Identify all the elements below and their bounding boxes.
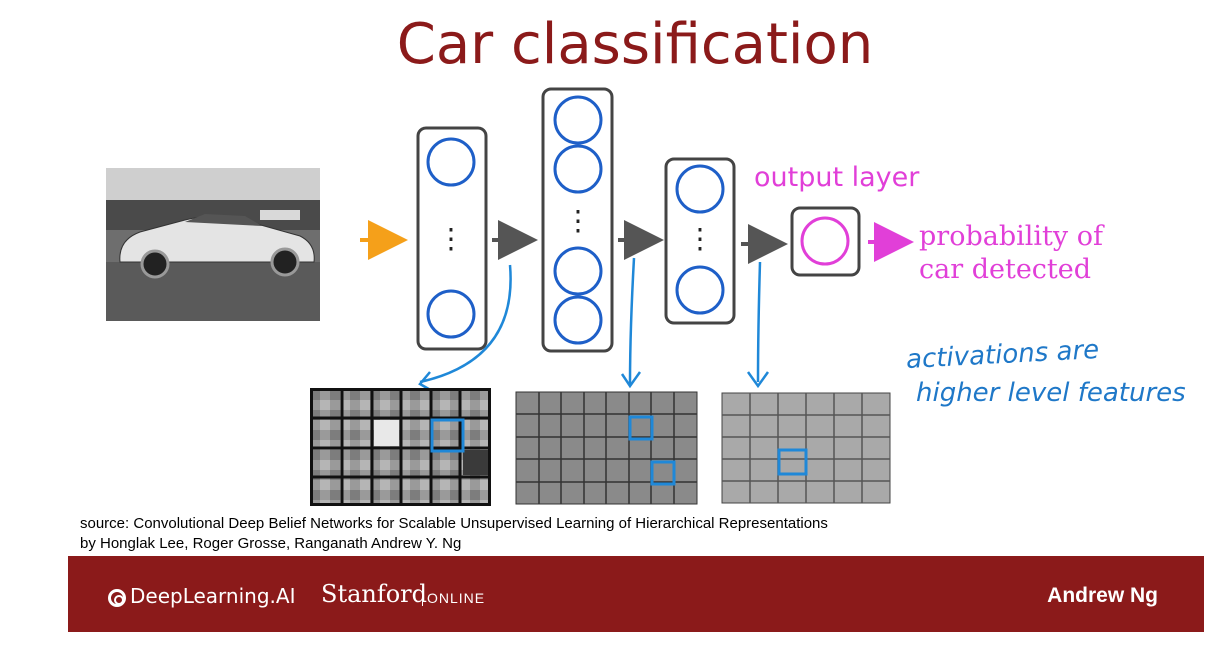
svg-text:⋮: ⋮: [564, 204, 592, 237]
feature-grid-1: [310, 388, 491, 506]
probability-line-1: probability of: [919, 221, 1103, 252]
hidden-layer-1: ⋮: [416, 126, 488, 351]
feature-grid-2: [515, 391, 698, 505]
hidden-layer-2: ⋮: [541, 87, 614, 353]
deeplearning-icon: [108, 589, 126, 607]
output-layer: [790, 206, 861, 277]
probability-label: probability of car detected: [919, 220, 1103, 286]
feature-grid-3: [721, 392, 891, 504]
deeplearning-logo: DeepLearning.AI: [108, 584, 295, 608]
source-citation: source: Convolutional Deep Belief Networ…: [80, 514, 828, 554]
footer-bar: DeepLearning.AI Stanford ONLINE Andrew N…: [68, 556, 1204, 632]
car-photo: [106, 168, 320, 321]
deeplearning-brand: DeepLearning.AI: [130, 584, 296, 608]
author-name: Andrew Ng: [1047, 584, 1158, 607]
stanford-logo: Stanford: [321, 580, 428, 608]
hidden-layer-3: ⋮: [664, 157, 736, 325]
source-line-1: source: Convolutional Deep Belief Networ…: [80, 515, 828, 532]
slide-title: Car classification: [396, 12, 874, 77]
svg-text:⋮: ⋮: [437, 222, 465, 255]
output-layer-label: output layer: [754, 162, 920, 193]
source-line-2: by Honglak Lee, Roger Grosse, Ranganath …: [80, 535, 462, 552]
probability-line-2: car detected: [919, 254, 1092, 285]
svg-text:⋮: ⋮: [686, 222, 714, 255]
handwritten-note-line-2: higher level features: [916, 378, 1186, 408]
stanford-online-label: ONLINE: [422, 590, 485, 606]
